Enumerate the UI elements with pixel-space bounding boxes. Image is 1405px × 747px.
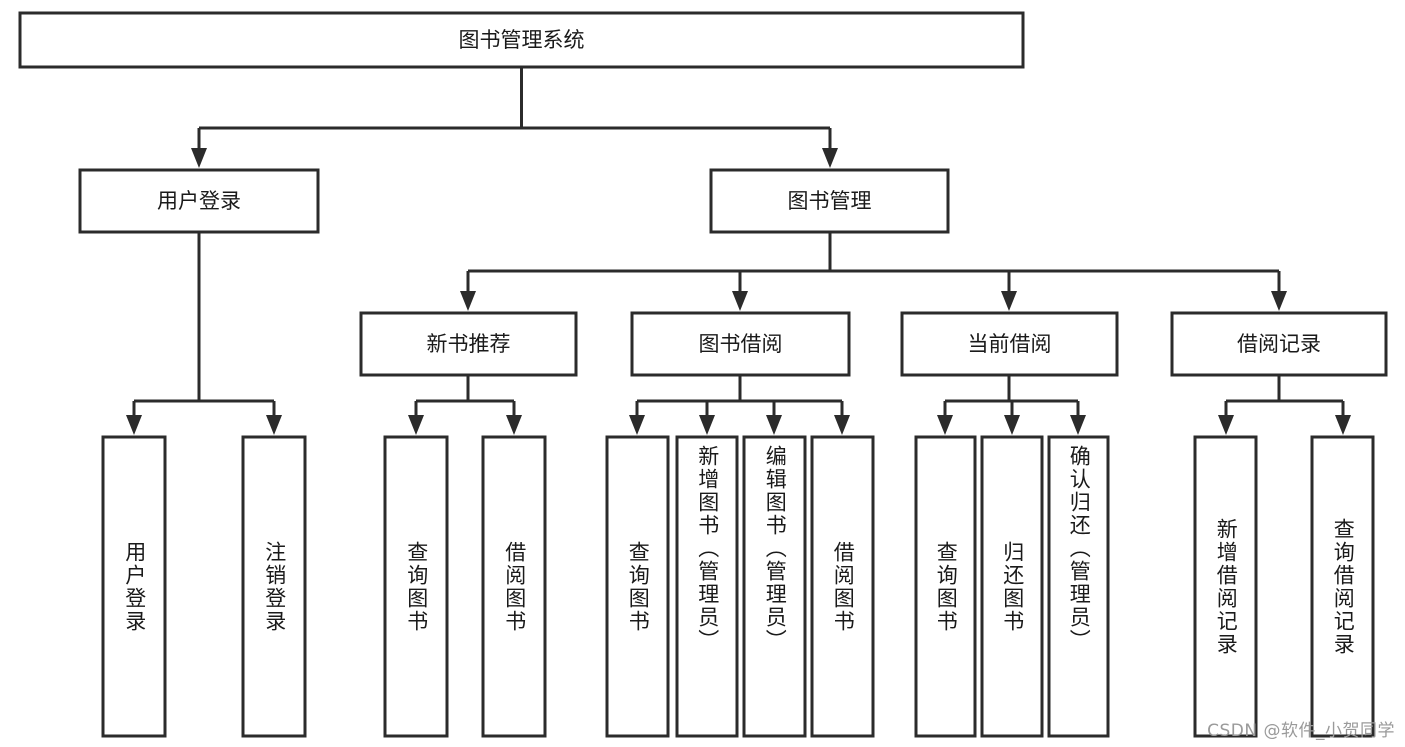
arrow-head-leaf-add-book [699, 415, 715, 435]
node-user-login-label: 用户登录 [157, 189, 241, 213]
arrow-head-leaf-query-book-1 [408, 415, 424, 435]
node-book-borrow-label: 图书借阅 [699, 332, 783, 356]
node-new-book-recommend-label: 新书推荐 [427, 332, 511, 356]
arrow-head-record [1271, 291, 1287, 311]
node-current-borrow-label: 当前借阅 [968, 332, 1052, 356]
node-borrow-record[interactable]: 借阅记录 [1170, 311, 1388, 377]
arrow-head-newbook [460, 291, 476, 311]
leaf-box-borrow-book-2[interactable] [810, 435, 875, 738]
node-user-login[interactable]: 用户登录 [78, 168, 320, 234]
node-book-borrow[interactable]: 图书借阅 [630, 311, 851, 377]
arrow-head-book-mgmt [822, 148, 838, 168]
node-user-login-box [78, 168, 320, 234]
arrow-head-leaf-query-book-3 [937, 415, 953, 435]
leaf-box-user-login[interactable] [101, 435, 167, 738]
arrow-head-leaf-edit-book [766, 415, 782, 435]
arrow-head-leaf-query-book-2 [629, 415, 645, 435]
leaf-box-logout[interactable] [241, 435, 307, 738]
leaf-box-add-book[interactable] [675, 435, 739, 738]
node-book-management-box [709, 168, 950, 234]
leaf-box-add-borrow-record[interactable] [1193, 435, 1258, 738]
node-borrow-record-label: 借阅记录 [1237, 332, 1321, 356]
leaf-box-confirm-return[interactable] [1047, 435, 1110, 738]
arrow-head-current [1001, 291, 1017, 311]
node-root-label: 图书管理系统 [459, 28, 585, 52]
leaf-box-query-borrow-record[interactable] [1310, 435, 1375, 738]
node-current-borrow-box [900, 311, 1119, 377]
arrow-head-leaf-return-book [1004, 415, 1020, 435]
leaf-boxes [101, 435, 1375, 738]
node-new-book-recommend-box [359, 311, 578, 377]
leaf-box-borrow-book-1[interactable] [481, 435, 547, 738]
arrow-head-leaf-borrow-book-1 [506, 415, 522, 435]
node-borrow-record-box [1170, 311, 1388, 377]
arrow-head-leaf-confirm-return [1070, 415, 1086, 435]
arrow-head-leaf-logout [266, 415, 282, 435]
leaf-box-query-book-1[interactable] [383, 435, 449, 738]
csdn-watermark: CSDN @软件_小贺同学 [1207, 721, 1395, 741]
leaf-box-return-book[interactable] [980, 435, 1044, 738]
arrow-head-borrow [732, 291, 748, 311]
arrow-head-leaf-user-login [126, 415, 142, 435]
node-current-borrow[interactable]: 当前借阅 [900, 311, 1119, 377]
node-book-management[interactable]: 图书管理 [709, 168, 950, 234]
arrow-head-leaf-borrow-book-2 [834, 415, 850, 435]
arrow-head-user-login [191, 148, 207, 168]
arrow-head-leaf-query-record [1335, 415, 1351, 435]
node-new-book-recommend[interactable]: 新书推荐 [359, 311, 578, 377]
leaf-box-query-book-3[interactable] [914, 435, 977, 738]
connectors [126, 67, 1351, 435]
node-book-management-label: 图书管理 [788, 189, 872, 213]
leaf-box-query-book-2[interactable] [605, 435, 670, 738]
node-book-borrow-box [630, 311, 851, 377]
arrow-head-leaf-add-record [1218, 415, 1234, 435]
leaf-box-edit-book[interactable] [742, 435, 807, 738]
node-root-book-management-system[interactable]: 图书管理系统 [18, 11, 1025, 69]
node-root-box [18, 11, 1025, 69]
